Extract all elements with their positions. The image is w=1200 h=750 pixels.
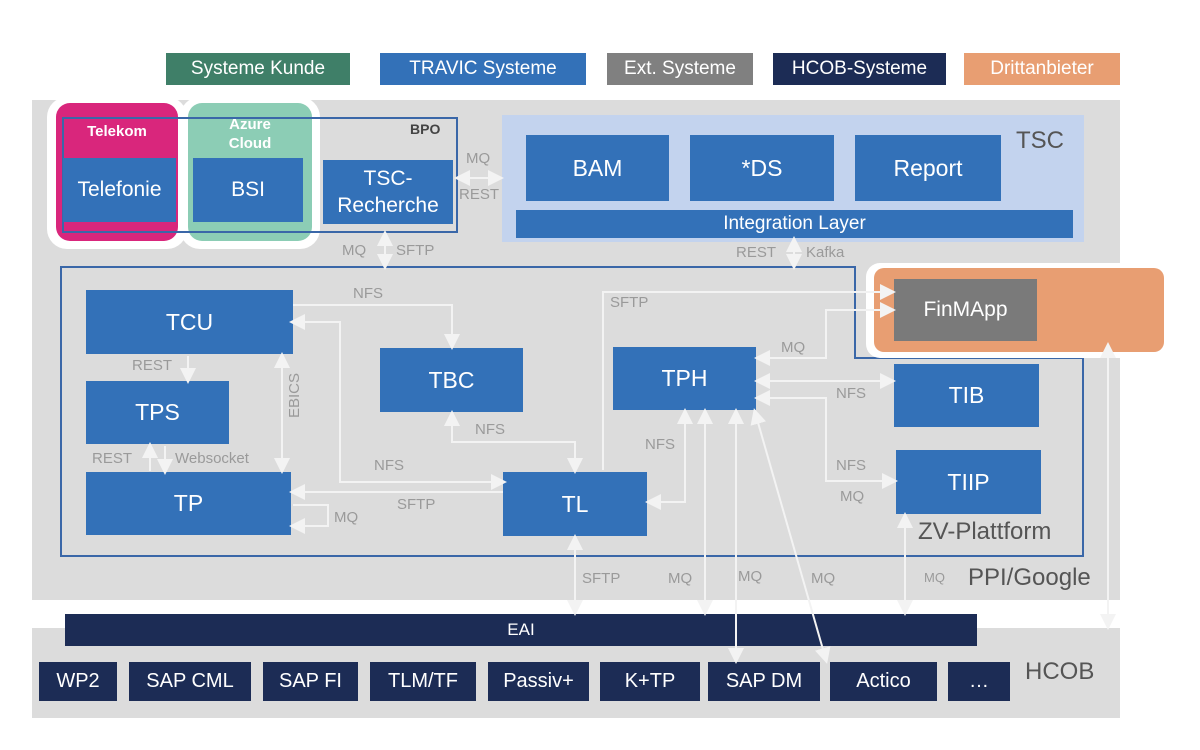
azure-label: Azure Cloud: [228, 116, 272, 152]
wire-tph-finmapp: [754, 302, 896, 366]
conn-label-ebics: EBICS: [286, 372, 303, 418]
system-tp[interactable]: TP: [86, 472, 291, 535]
conn-label-sftp: SFTP: [396, 242, 435, 259]
system-tcu[interactable]: TCU: [86, 290, 293, 354]
conn-label-mq: MQ: [668, 570, 693, 587]
wire-tph-actico: [750, 408, 831, 664]
system-tph[interactable]: TPH: [613, 347, 756, 410]
hcob-system-actico[interactable]: Actico: [830, 662, 937, 701]
legend-travic-systeme: TRAVIC Systeme: [380, 53, 586, 85]
ppi-google-label: PPI/Google: [968, 564, 1091, 591]
wire-tl-tbc: [444, 410, 583, 474]
conn-label-mq: MQ: [924, 570, 945, 585]
hcob-system-sap-cml[interactable]: SAP CML: [129, 662, 251, 701]
conn-label-nfs: NFS: [353, 285, 383, 302]
conn-label-rest: REST: [736, 244, 777, 261]
system-telefonie[interactable]: Telefonie: [63, 158, 176, 222]
bpo-label: BPO: [410, 121, 441, 137]
wire-tph-tiip: [754, 390, 898, 489]
hcob-label: HCOB: [1025, 658, 1095, 685]
system-tib[interactable]: TIB: [894, 364, 1039, 427]
conn-label-nfs: NFS: [836, 457, 866, 474]
integration-layer[interactable]: Integration Layer: [516, 210, 1073, 238]
system-tiip[interactable]: TIIP: [896, 450, 1041, 514]
wire-tp-self: [289, 504, 329, 534]
conn-label-sftp: SFTP: [582, 570, 621, 587]
hcob-system-wp2[interactable]: WP2: [39, 662, 117, 701]
conn-label-nfs: NFS: [374, 457, 404, 474]
conn-label-mq: MQ: [466, 150, 491, 167]
conn-label-rest: REST: [459, 186, 500, 203]
conn-label-mq: MQ: [781, 339, 806, 356]
hcob-system-passiv[interactable]: Passiv+: [488, 662, 589, 701]
conn-label-nfs: NFS: [836, 385, 866, 402]
conn-label-mq: MQ: [840, 488, 865, 505]
conn-label-nfs: NFS: [645, 436, 675, 453]
conn-label-mq: MQ: [738, 568, 763, 585]
legend-drittanbieter: Drittanbieter: [964, 53, 1120, 85]
conn-label-nfs: NFS: [475, 421, 505, 438]
legend-ext-systeme: Ext. Systeme: [607, 53, 753, 85]
hcob-system-tlm-tf[interactable]: TLM/TF: [370, 662, 476, 701]
zv-plattform-label: ZV-Plattform: [918, 518, 1052, 545]
system-bam[interactable]: BAM: [526, 135, 669, 201]
system-tl[interactable]: TL: [503, 472, 647, 536]
conn-label-rest: REST: [132, 357, 173, 374]
system-report[interactable]: Report: [855, 135, 1001, 201]
system-ds[interactable]: *DS: [690, 135, 834, 201]
conn-label-mq: MQ: [342, 242, 367, 259]
tsc-label: TSC: [1016, 127, 1064, 154]
system-bsi[interactable]: BSI: [193, 158, 303, 222]
hcob-system-sap-dm[interactable]: SAP DM: [708, 662, 820, 701]
hcob-system-sap-fi[interactable]: SAP FI: [263, 662, 358, 701]
system-finmapp[interactable]: FinMApp: [894, 279, 1037, 341]
hcob-system-ktp[interactable]: K+TP: [600, 662, 700, 701]
system-tsc-recherche[interactable]: TSC-Recherche: [323, 160, 453, 224]
legend-hcob-systeme: HCOB-Systeme: [773, 53, 946, 85]
wire-tl-finmapp: [602, 284, 896, 470]
wire-tcu-tbc: [293, 304, 460, 350]
wire-tl-tcu: [289, 314, 507, 490]
conn-label-rest: REST: [92, 450, 133, 467]
conn-label-mq: MQ: [811, 570, 836, 587]
system-tps[interactable]: TPS: [86, 381, 229, 444]
legend-systeme-kunde: Systeme Kunde: [166, 53, 350, 85]
conn-label-kafka: Kafka: [806, 244, 845, 261]
wire-tph-tl: [645, 408, 693, 510]
conn-label-websocket: Websocket: [175, 450, 249, 467]
hcob-system-more[interactable]: …: [948, 662, 1010, 701]
telekom-label: Telekom: [87, 123, 147, 140]
conn-label-sftp: SFTP: [610, 294, 649, 311]
conn-label-mq: MQ: [334, 509, 359, 526]
conn-label-sftp: SFTP: [397, 496, 436, 513]
